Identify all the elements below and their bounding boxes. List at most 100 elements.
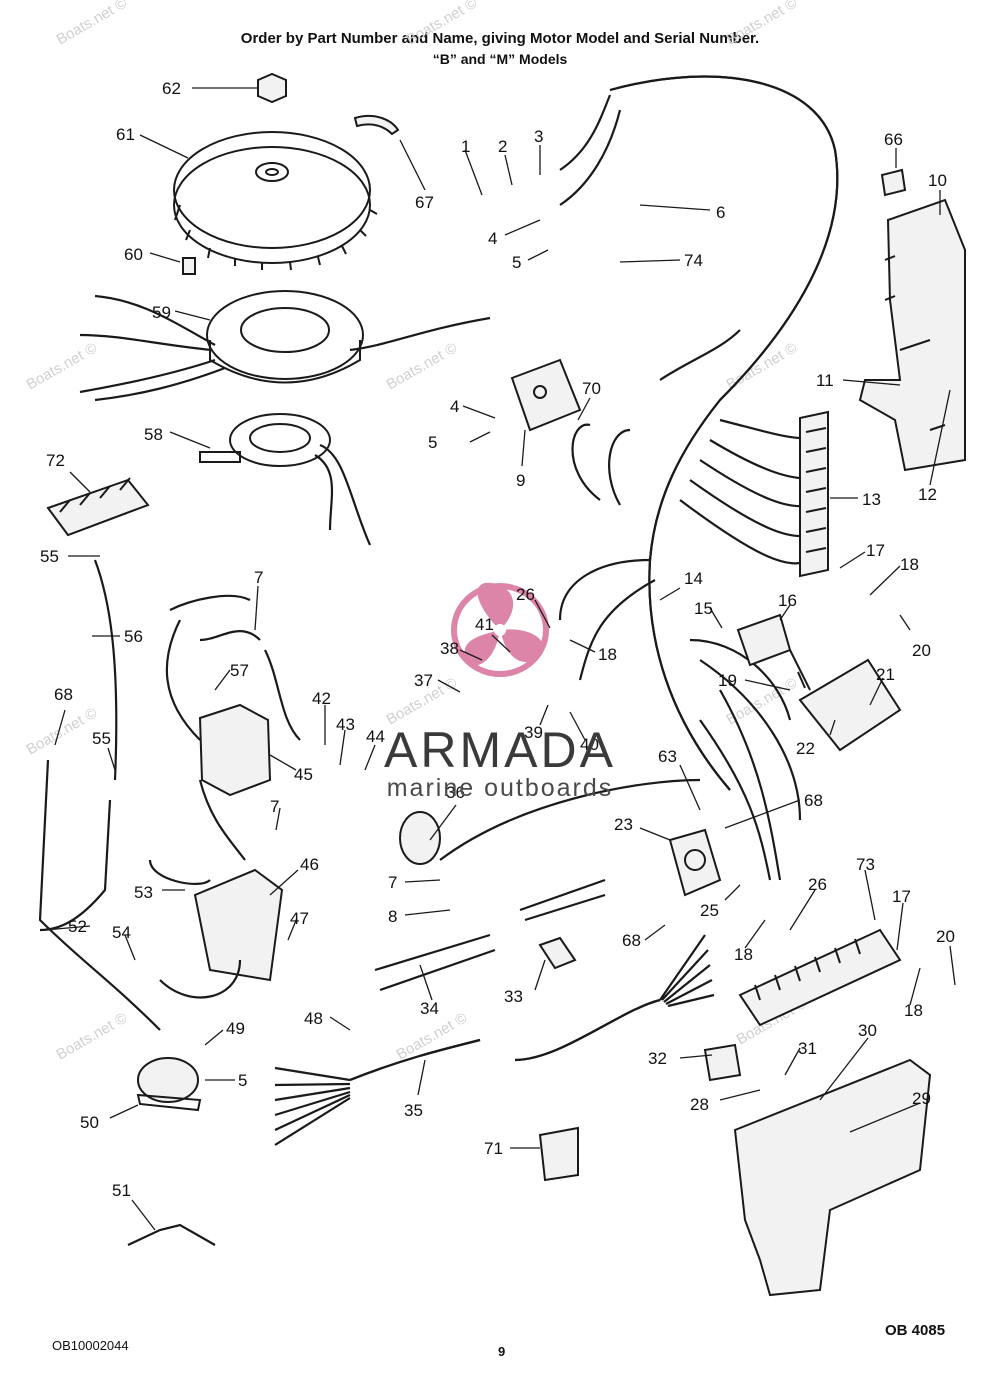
callout-label: 46 (300, 855, 319, 874)
condenser-part (399, 778, 701, 865)
callout-label: 52 (68, 917, 87, 936)
callout-label: 41 (475, 615, 494, 634)
callout-label: 62 (162, 79, 181, 98)
plate-part (798, 658, 902, 752)
page-number: 9 (498, 1344, 506, 1359)
callout-label: 53 (134, 883, 153, 902)
callout-label: 31 (798, 1039, 817, 1058)
module-part (193, 868, 284, 982)
callout-label: 32 (648, 1049, 667, 1068)
callout-label: 4 (450, 397, 459, 416)
timer-base-part (199, 413, 372, 546)
callout-label: 7 (388, 873, 397, 892)
armada-brand-watermark: ARMADA marine outboards (350, 725, 650, 803)
callout-label: 1 (461, 137, 470, 156)
ignition-coil-part (165, 594, 301, 861)
callout-label: 5 (238, 1071, 247, 1090)
terminal-block-part (46, 477, 150, 537)
footer-code-left: OB10002044 (52, 1338, 129, 1353)
callout-label: 5 (512, 253, 521, 272)
callout-label: 6 (716, 203, 725, 222)
key-part (353, 114, 400, 136)
header-subtitle: “B” and “M” Models (432, 51, 568, 67)
watermark-text: Boats.net © (404, 0, 481, 48)
cable-35-part (274, 1038, 481, 1146)
watermark-group: Boats.net © Boats.net © Boats.net © Boat… (24, 0, 811, 1063)
callout-label: 18 (734, 945, 753, 964)
callout-label: 47 (290, 909, 309, 928)
callout-label: 55 (40, 547, 59, 566)
callout-label: 18 (598, 645, 617, 664)
horn-part (136, 1057, 202, 1112)
callout-label: 74 (684, 251, 703, 270)
callout-label: 40 (580, 735, 599, 754)
callout-label: 50 (80, 1113, 99, 1132)
callout-label: 28 (690, 1095, 709, 1114)
callout-label: 25 (700, 901, 719, 920)
callout-label: 10 (928, 171, 947, 190)
callout-label: 16 (778, 591, 797, 610)
callout-label: 72 (46, 451, 65, 470)
callout-label: 35 (404, 1101, 423, 1120)
callout-label: 18 (900, 555, 919, 574)
callout-label: 59 (152, 303, 171, 322)
key-switch-part (736, 613, 811, 691)
callout-label: 63 (658, 747, 677, 766)
callout-labels: 62 61 67 1 2 3 66 10 6 4 5 74 60 59 11 1… (40, 79, 955, 1200)
callout-label: 5 (428, 433, 437, 452)
callout-label: 15 (694, 599, 713, 618)
callout-label: 58 (144, 425, 163, 444)
callout-label: 34 (420, 999, 439, 1018)
lead-34-part (374, 933, 496, 992)
rectifier-part (510, 358, 582, 432)
callout-label: 4 (488, 229, 497, 248)
callout-label: 33 (504, 987, 523, 1006)
wiring-harness-part (558, 75, 839, 881)
lead-51-part (127, 1223, 216, 1246)
callout-label: 26 (516, 585, 535, 604)
lead-56-part (93, 559, 118, 781)
callout-label: 56 (124, 627, 143, 646)
callout-label: 23 (614, 815, 633, 834)
callout-label: 61 (116, 125, 135, 144)
callout-label: 45 (294, 765, 313, 784)
watermark-text: Boats.net © (24, 339, 101, 393)
brand-name: ARMADA (384, 722, 616, 778)
callout-label: 48 (304, 1009, 323, 1028)
callout-label: 3 (534, 127, 543, 146)
callout-label: 22 (796, 739, 815, 758)
cable-33-part (514, 934, 715, 1062)
callout-label: 29 (912, 1089, 931, 1108)
lead-pair-part (519, 878, 606, 922)
watermark-text: Boats.net © (384, 339, 461, 393)
callout-label: 14 (684, 569, 703, 588)
callout-label: 51 (112, 1181, 131, 1200)
callout-label: 38 (440, 639, 459, 658)
callout-label: 68 (622, 931, 641, 950)
callout-label: 57 (230, 661, 249, 680)
callout-label: 68 (54, 685, 73, 704)
terminal-block-13 (799, 410, 829, 578)
watermark-text: Boats.net © (24, 704, 101, 758)
callout-label: 17 (866, 541, 885, 560)
module-wires (148, 859, 242, 999)
callout-label: 66 (884, 130, 903, 149)
callout-label: 73 (856, 855, 875, 874)
header-title: Order by Part Number and Name, giving Mo… (240, 30, 760, 47)
nut-part (257, 72, 287, 104)
clip-part (538, 936, 577, 970)
clamp-part (880, 168, 907, 197)
callout-label: 11 (816, 371, 834, 390)
callout-label: 12 (918, 485, 937, 504)
callout-label: 36 (446, 783, 465, 802)
watermark-text: Boats.net © (54, 0, 131, 48)
stator-part (79, 290, 491, 402)
bracket-part (858, 198, 966, 472)
callout-label: 8 (388, 907, 397, 926)
callout-label: 7 (254, 568, 263, 587)
callout-label: 44 (366, 727, 385, 746)
callout-label: 21 (876, 665, 895, 684)
leader-lines (44, 87, 956, 1231)
callout-label: 2 (498, 137, 507, 156)
watermark-text: Boats.net © (54, 1009, 131, 1063)
